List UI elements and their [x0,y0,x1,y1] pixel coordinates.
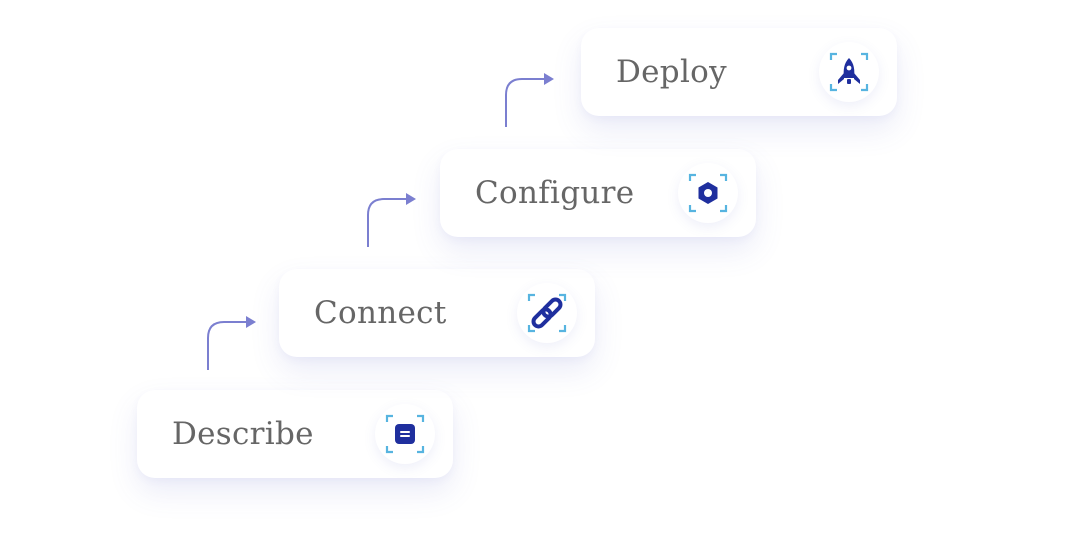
arrow-configure-to-deploy [505,73,554,127]
step-label: Deploy [616,54,727,90]
step-card-connect: Connect [279,269,595,357]
step-label: Configure [475,175,635,211]
step-card-configure: Configure [440,149,756,237]
rocket-icon [819,42,879,102]
step-card-deploy: Deploy [581,28,897,116]
link-icon [517,283,577,343]
step-card-describe: Describe [137,390,453,478]
arrow-connect-to-configure [367,193,416,247]
hexagon-nut-icon [678,163,738,223]
document-icon [375,404,435,464]
step-label: Connect [314,295,447,331]
arrow-describe-to-connect [207,316,256,370]
step-label: Describe [172,416,314,452]
